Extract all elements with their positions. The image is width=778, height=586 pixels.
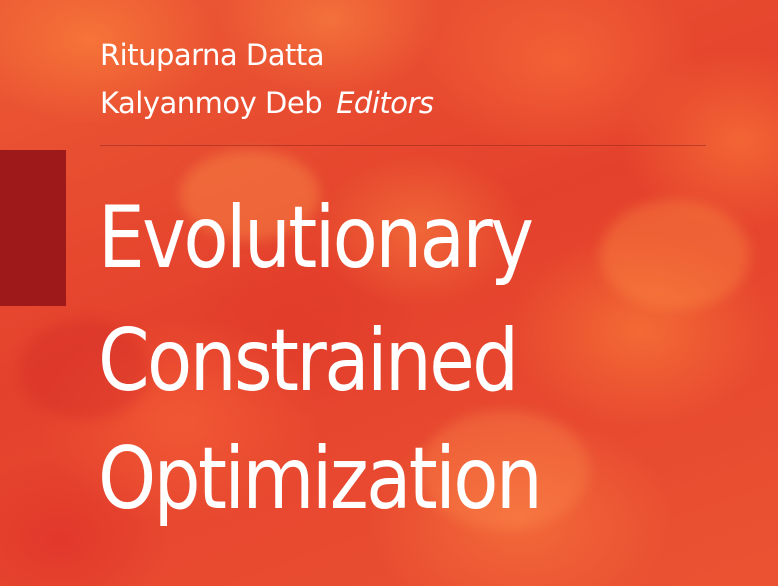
accent-side-bar [0,150,66,306]
editor-name-text: Rituparna Datta [100,38,325,72]
title-line-3: Optimization [98,429,543,529]
divider-rule [100,145,706,146]
background-blob [20,320,150,420]
editor-name-text: Kalyanmoy Deb [100,86,323,120]
background-blob [180,150,320,240]
editor-name-2: Kalyanmoy Deb Editors [100,86,434,120]
title-line-1: Evolutionary [98,188,534,288]
editors-role-label: Editors [336,86,434,120]
background-blob [600,200,750,310]
title-line-2: Constrained [98,311,519,411]
editor-name-1: Rituparna Datta [100,38,325,72]
background-blob [420,410,590,530]
